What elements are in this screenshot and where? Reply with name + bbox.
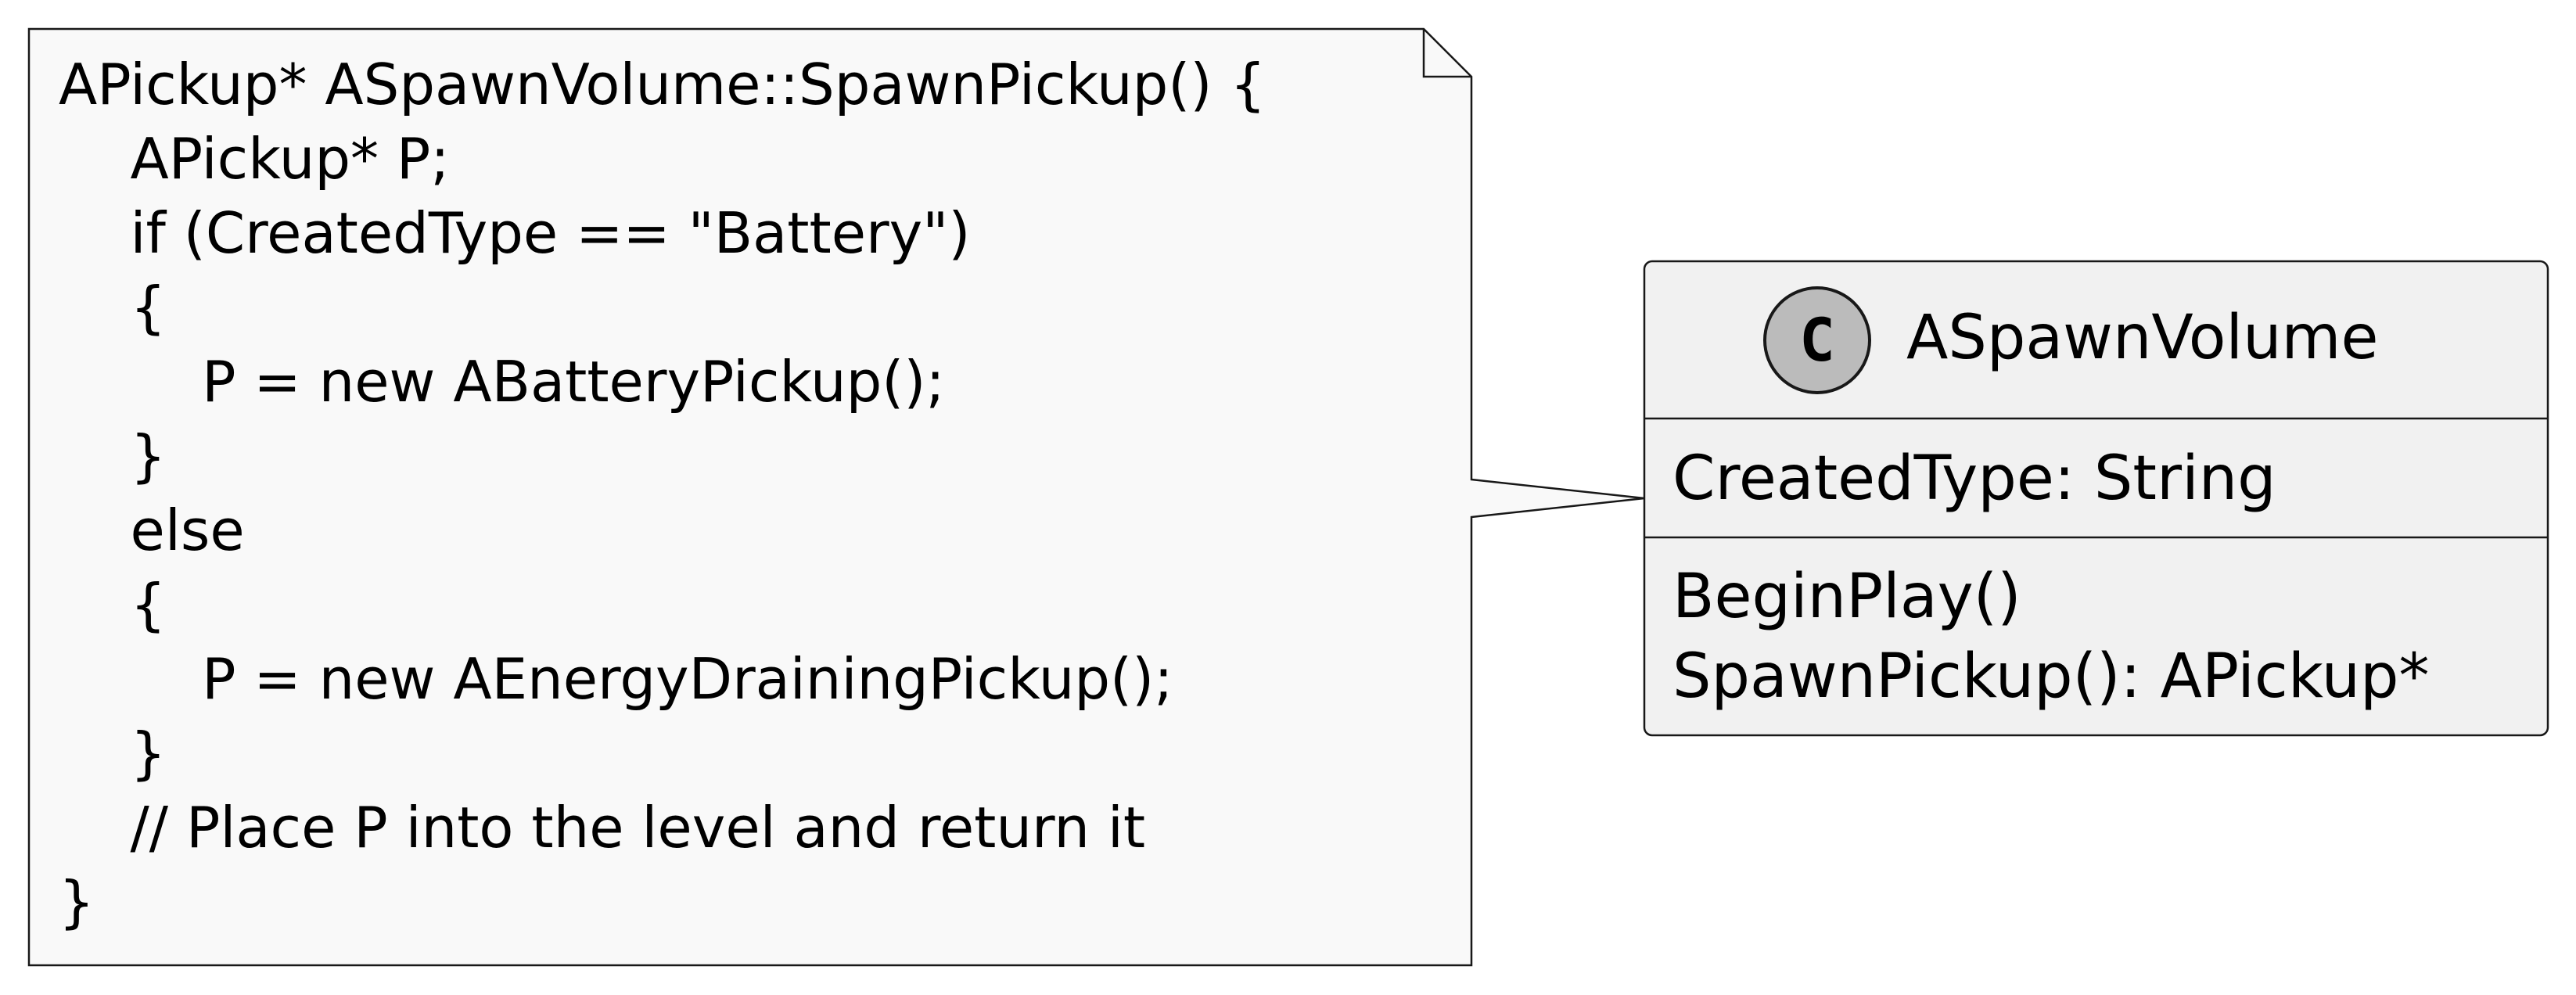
note-line: // Place P into the level and return it — [59, 795, 1146, 860]
class-stereotype-letter: C — [1799, 305, 1835, 375]
class-stereotype-circle-icon — [1763, 286, 1871, 394]
class-method: BeginPlay() — [1672, 562, 2021, 632]
note-line: P = new ABatteryPickup(); — [59, 349, 945, 415]
class-name: ASpawnVolume — [1906, 303, 2379, 373]
note-line: APickup* P; — [59, 126, 450, 192]
class-method: SpawnPickup(): APickup* — [1672, 641, 2430, 712]
note-line: } — [59, 423, 167, 489]
note-line: P = new AEnergyDrainingPickup(); — [59, 646, 1173, 712]
class-attribute: CreatedType: String — [1672, 444, 2276, 514]
note-line: APickup* ASpawnVolume::SpawnPickup() { — [59, 52, 1266, 117]
note-text: APickup* ASpawnVolume::SpawnPickup() { A… — [59, 56, 1459, 956]
class-box — [1643, 260, 2549, 737]
note-line: else — [59, 498, 245, 563]
note-line: { — [59, 572, 167, 638]
note-line: } — [59, 869, 95, 935]
note-line: { — [59, 275, 167, 340]
note-line: } — [59, 720, 167, 786]
note-fold — [1422, 29, 1471, 78]
note-line: if (CreatedType == "Battery") — [59, 200, 971, 266]
